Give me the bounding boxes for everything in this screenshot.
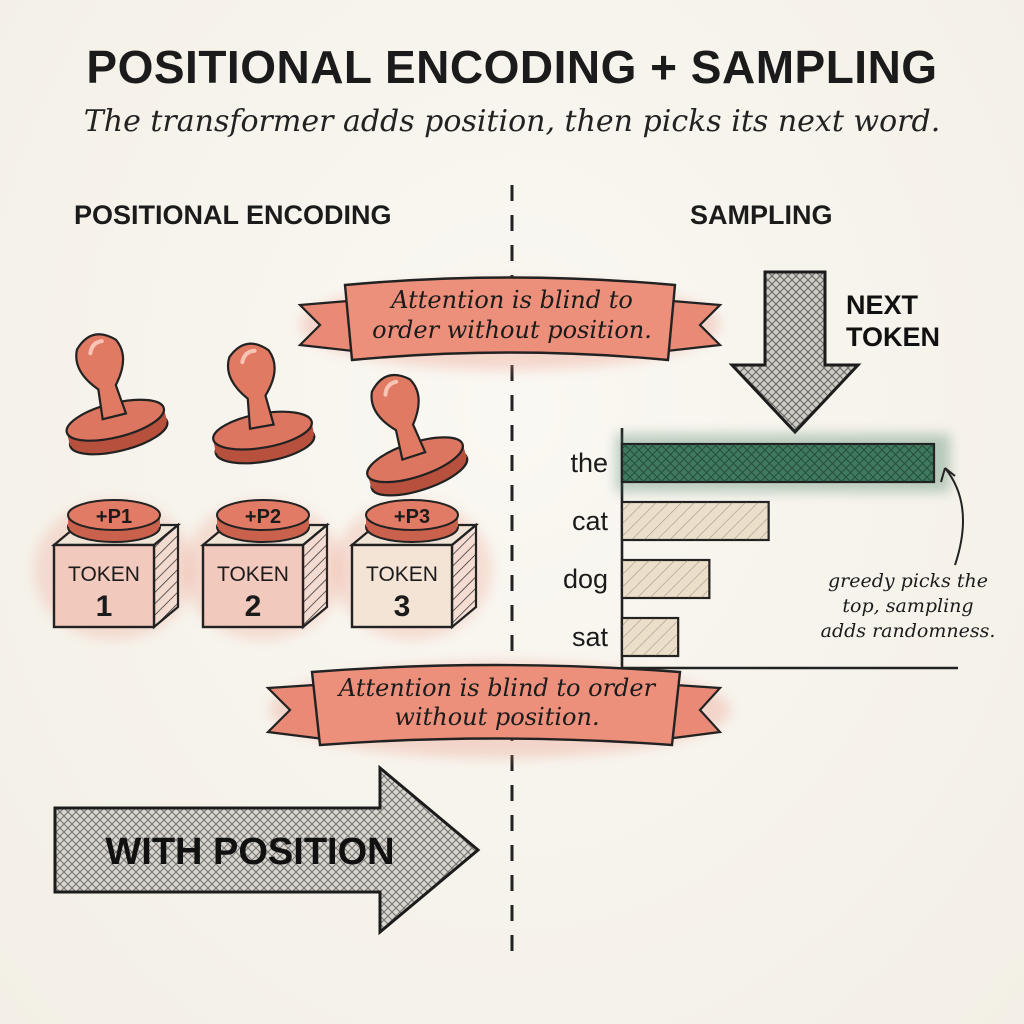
stamp-label: +P3 bbox=[394, 506, 430, 528]
banner-top-line-1: Attention is blind to bbox=[389, 286, 633, 314]
bar-label-cat: cat bbox=[572, 506, 609, 536]
token-label: TOKEN bbox=[217, 563, 289, 586]
annotation-line-2: top, sampling bbox=[842, 595, 973, 617]
section-heading-positional-encoding: POSITIONAL ENCODING bbox=[74, 200, 392, 230]
annotation-line-3: adds randomness. bbox=[821, 620, 996, 642]
next-token-label-line-2: TOKEN bbox=[846, 322, 940, 352]
bar-hatch-the bbox=[622, 444, 934, 482]
page-title: POSITIONAL ENCODING + SAMPLING bbox=[86, 41, 938, 93]
bar-hatch-cat bbox=[622, 502, 769, 540]
rubber-stamp bbox=[65, 333, 169, 456]
bar-hatch-sat bbox=[622, 618, 679, 656]
rubber-stamp bbox=[366, 373, 469, 497]
with-position-label: WITH POSITION bbox=[105, 831, 394, 873]
section-heading-sampling: SAMPLING bbox=[690, 200, 833, 230]
position-stamp-disk bbox=[67, 499, 161, 531]
next-token-arrow: NEXT TOKEN bbox=[728, 270, 940, 435]
banner-bottom-line-2: without position. bbox=[394, 703, 599, 731]
annotation-arrow bbox=[940, 467, 964, 566]
token-number: 2 bbox=[245, 590, 262, 623]
token-number: 3 bbox=[394, 590, 411, 623]
bar-label-sat: sat bbox=[572, 622, 609, 652]
stamp-label: +P2 bbox=[245, 506, 281, 528]
token-cube-front bbox=[52, 543, 156, 629]
token-cube-front bbox=[350, 543, 454, 629]
banner-bottom: Attention is blind to order without posi… bbox=[265, 662, 730, 758]
position-stamp-disk bbox=[365, 499, 459, 531]
banner-bottom-line-1: Attention is blind to order bbox=[337, 674, 657, 702]
token-label: TOKEN bbox=[366, 563, 438, 586]
annotation-line-1: greedy picks the bbox=[828, 570, 988, 592]
token-number: 1 bbox=[96, 590, 113, 623]
banner-top: Attention is blind to order without posi… bbox=[297, 276, 723, 370]
position-stamp-disk bbox=[216, 499, 310, 531]
rubber-stamp bbox=[212, 342, 316, 465]
token-label: TOKEN bbox=[68, 563, 140, 586]
page-subtitle: The transformer adds position, then pick… bbox=[83, 104, 941, 139]
stamp-label: +P1 bbox=[96, 506, 132, 528]
bar-label-dog: dog bbox=[563, 564, 608, 594]
with-position-arrow: WITH POSITION bbox=[53, 764, 481, 936]
banner-top-line-2: order without position. bbox=[372, 316, 652, 344]
token-cube-front bbox=[201, 543, 305, 629]
sampling-chart: the cat dog sat bbox=[563, 428, 958, 670]
bar-label-the: the bbox=[570, 448, 608, 478]
next-token-label-line-1: NEXT bbox=[846, 290, 919, 320]
bar-hatch-dog bbox=[622, 560, 710, 598]
